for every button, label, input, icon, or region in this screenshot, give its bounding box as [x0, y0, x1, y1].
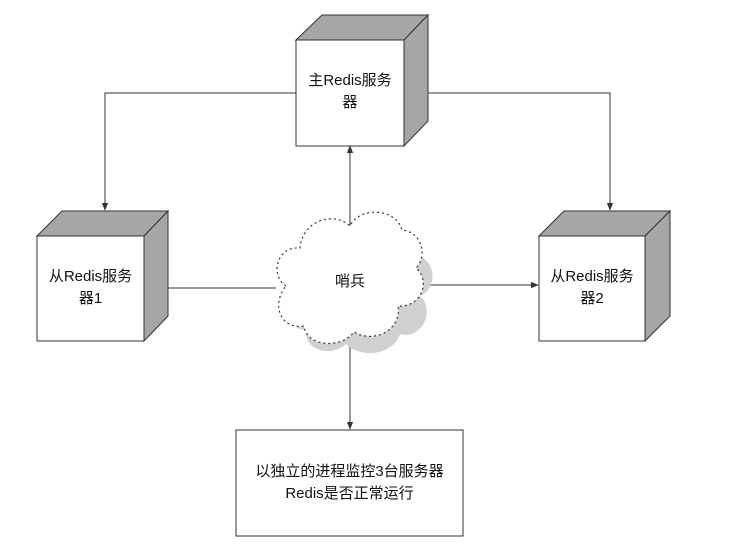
- master-label-line1: 主Redis服务: [308, 72, 392, 89]
- cloud-outline: [276, 211, 424, 345]
- slave2-server-cube: [537, 209, 672, 343]
- sentinel-cloud: [276, 211, 433, 354]
- slave2-cube-front: [538, 235, 646, 342]
- note-label-line1: 以独立的进程监控3台服务器: [255, 463, 444, 480]
- sentinel-label: 哨兵: [334, 273, 365, 290]
- slave1-label-line2: 器1: [78, 290, 103, 307]
- note-label-line2: Redis是否正常运行: [285, 485, 414, 502]
- master-label: 主Redis服务 器: [296, 70, 404, 114]
- edge-master-to-slave1: [101, 92, 296, 211]
- slave1-label-line1: 从Redis服务: [48, 268, 133, 285]
- slave2-label-line2: 器2: [580, 290, 604, 307]
- edge-master-to-slave2: [410, 92, 614, 211]
- master-label-line2: 器: [342, 94, 358, 111]
- master-server-cube: [294, 13, 430, 148]
- master-cube-front: [295, 39, 405, 147]
- slave2-label: 从Redis服务 器2: [539, 266, 645, 310]
- note-box: [235, 429, 464, 537]
- slave1-label: 从Redis服务 器1: [37, 266, 144, 310]
- slave1-cube-front: [36, 235, 145, 342]
- connectors: [101, 92, 614, 430]
- slave2-label-line1: 从Redis服务: [550, 268, 634, 285]
- note-label: 以独立的进程监控3台服务器 Redis是否正常运行: [236, 461, 463, 505]
- slave1-server-cube: [35, 209, 170, 343]
